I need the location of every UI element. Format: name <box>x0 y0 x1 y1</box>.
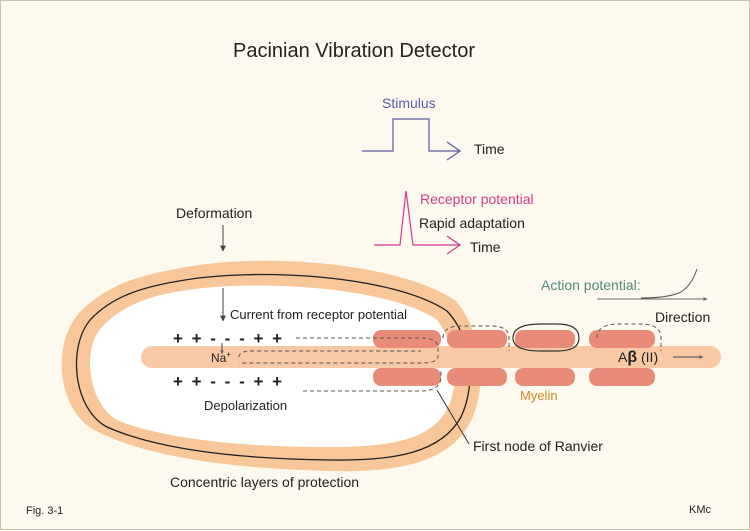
depolarization-label: Depolarization <box>204 398 288 413</box>
charges-top: + + - - - + + <box>173 329 285 348</box>
myelin-segment <box>515 330 575 348</box>
stimulus-time-label: Time <box>474 141 505 157</box>
layers-label: Concentric layers of protection <box>170 474 360 490</box>
stimulus-label: Stimulus <box>382 95 436 111</box>
fiber-type-label: Aβ (II) <box>618 350 658 366</box>
action-potential-label: Action potential: <box>541 277 641 293</box>
myelin-segment <box>515 368 575 386</box>
direction-label: Direction <box>655 309 711 325</box>
receptor-potential-label: Receptor potential <box>420 191 534 207</box>
myelin-segment <box>589 330 655 348</box>
capsule-layer-line <box>75 273 471 461</box>
action-potential-spike <box>640 268 698 299</box>
myelin-segment <box>589 368 655 386</box>
sodium-label: Na+ <box>211 350 232 365</box>
myelin-segment <box>447 330 507 348</box>
first-node-leader <box>436 389 470 445</box>
first-node-label: First node of Ranvier <box>473 438 603 454</box>
current-loops <box>238 323 662 392</box>
deformation-label: Deformation <box>176 205 253 221</box>
sodium-charge: + <box>226 350 232 359</box>
myelin-label: Myelin <box>520 388 558 403</box>
current-label: Current from receptor potential <box>230 307 408 322</box>
charges-bottom: + + - - - + + <box>173 372 285 391</box>
author-initials: KMc <box>689 504 711 516</box>
receptor-time-label: Time <box>470 239 501 255</box>
fiber-beta: β <box>627 349 638 366</box>
diagram-title: Pacinian Vibration Detector <box>233 40 475 62</box>
receptor-potential-waveform <box>374 190 459 246</box>
figure-number: Fig. 3-1 <box>26 505 64 517</box>
stimulus-waveform <box>362 118 460 152</box>
rapid-adaptation-label: Rapid adaptation <box>419 215 525 231</box>
fiber-letter: A <box>618 349 628 365</box>
sodium-symbol: Na <box>211 351 227 365</box>
myelin-segment <box>373 368 441 386</box>
myelin-segment <box>447 368 507 386</box>
fiber-group: (II) <box>637 349 659 365</box>
myelin-segment <box>373 330 441 348</box>
active-node-loop <box>512 323 580 352</box>
